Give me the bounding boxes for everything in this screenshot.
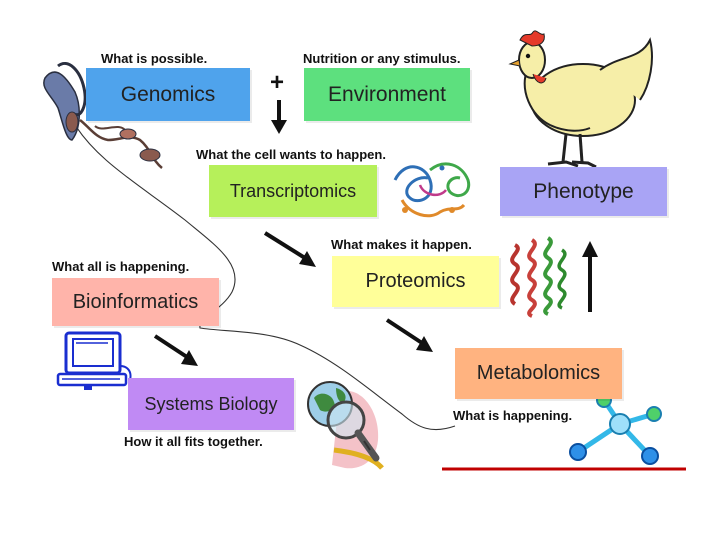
computer-icon	[56, 331, 132, 390]
genomics-caption: What is possible.	[101, 51, 208, 66]
systems-biology-box: Systems Biology	[128, 378, 294, 430]
transcriptomics-box: Transcriptomics	[209, 165, 377, 217]
molecule-icon	[569, 392, 662, 465]
protein-ribbon-icon	[393, 162, 471, 218]
rooster-icon	[508, 30, 653, 169]
metabolomics-label: Metabolomics	[476, 362, 601, 384]
phenotype-label: Phenotype	[533, 179, 634, 203]
connector-curve	[71, 119, 456, 431]
environment-caption: Nutrition or any stimulus.	[303, 51, 461, 66]
arrow-up-to-phenotype	[582, 241, 598, 312]
transcriptomics-caption: What the cell wants to happen.	[196, 147, 386, 162]
arrow-down-to-transcriptomics	[271, 100, 287, 134]
bioinformatics-box: Bioinformatics	[52, 278, 219, 326]
magnifier-globe-icon	[307, 381, 384, 470]
environment-label: Environment	[328, 82, 446, 106]
systems-biology-label: Systems Biology	[144, 393, 278, 414]
bioinformatics-caption: What all is happening.	[52, 259, 190, 274]
chromosome-icon	[43, 62, 163, 169]
plus-sign: +	[270, 69, 284, 96]
arrow-to-systems-biology	[153, 334, 198, 366]
metabolomics-caption: What is happening.	[453, 408, 573, 423]
phenotype-box: Phenotype	[500, 167, 667, 216]
metabolomics-box: Metabolomics	[455, 348, 622, 399]
systems-biology-caption: How it all fits together.	[124, 434, 263, 449]
proteomics-caption: What makes it happen.	[331, 237, 472, 252]
environment-box: Environment	[304, 68, 470, 121]
genomics-label: Genomics	[120, 82, 216, 106]
arrow-to-metabolomics	[385, 318, 433, 352]
proteomics-box: Proteomics	[332, 256, 499, 307]
arrow-to-proteomics	[263, 231, 316, 267]
proteomics-label: Proteomics	[365, 270, 466, 292]
helical-protein-icon	[510, 236, 567, 318]
transcriptomics-label: Transcriptomics	[229, 180, 357, 201]
bioinformatics-label: Bioinformatics	[72, 290, 199, 313]
genomics-box: Genomics	[86, 68, 250, 121]
